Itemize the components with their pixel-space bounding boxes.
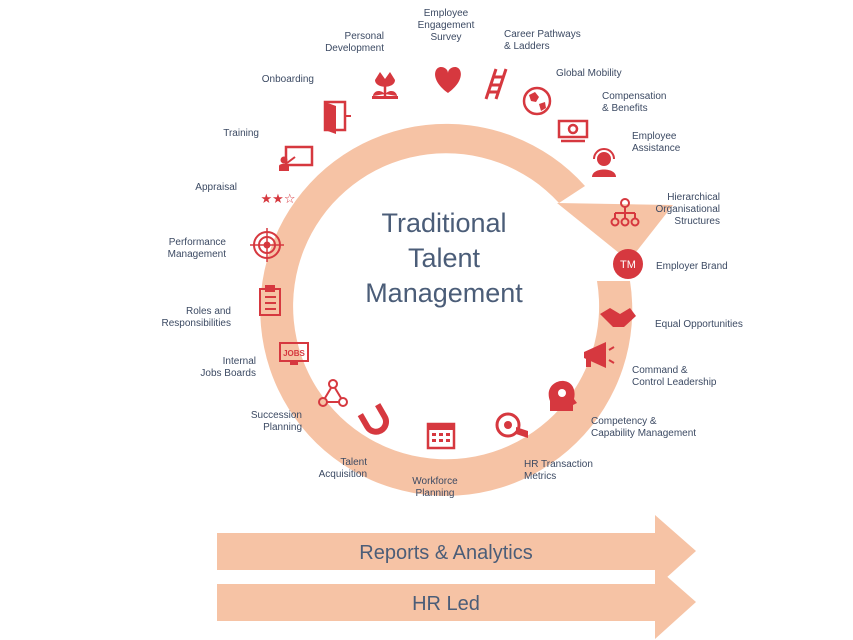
segment-icons: JOBS ★★☆ — [250, 67, 640, 450]
globe-icon — [522, 86, 552, 116]
ring-arrow-head — [557, 203, 673, 261]
label-onboarding: Onboarding — [262, 74, 314, 85]
label-hierarchical-structures-1: Hierarchical — [667, 192, 720, 203]
label-workforce-planning-1: Workforce — [412, 476, 458, 487]
banknote-icon — [557, 119, 589, 143]
label-hr-transaction-metrics-1: HR Transaction — [524, 459, 593, 470]
center-title-line-2: Talent — [408, 243, 481, 273]
label-succession-planning-1: Succession — [251, 410, 302, 421]
door-icon — [323, 100, 351, 134]
label-equal-opportunities: Equal Opportunities — [655, 319, 743, 330]
bottom-arrows: Reports & Analytics HR Led — [217, 515, 696, 639]
stars-rating-glyphs: ★★☆ — [261, 192, 296, 207]
label-employer-brand: Employer Brand — [656, 261, 728, 272]
label-internal-jobs-boards-1: Internal — [223, 356, 256, 367]
label-career-pathways-2: & Ladders — [504, 41, 550, 52]
label-compensation-1: Compensation — [602, 91, 666, 102]
flower-growth-icon — [372, 72, 398, 99]
head-gears-icon — [548, 380, 577, 411]
clipboard-checklist-icon — [259, 285, 281, 316]
label-employee-assistance-1: Employee — [632, 131, 677, 142]
label-employee-engagement-survey-3: Survey — [430, 32, 461, 43]
label-global-mobility: Global Mobility — [556, 68, 622, 79]
label-competency-2: Capability Management — [591, 428, 696, 439]
reports-analytics-label: Reports & Analytics — [359, 542, 532, 564]
handshake-icon — [600, 308, 636, 327]
label-command-control-2: Control Leadership — [632, 377, 717, 388]
label-roles-responsibilities-2: Responsibilities — [162, 318, 231, 329]
label-career-pathways-1: Career Pathways — [504, 29, 581, 40]
jobs-monitor-icon: JOBS — [279, 342, 309, 365]
target-icon — [250, 228, 284, 262]
label-roles-responsibilities-1: Roles and — [186, 306, 231, 317]
hr-led-arrow — [217, 566, 696, 639]
label-employee-engagement-survey-1: Employee — [424, 8, 469, 19]
org-chart-icon — [610, 198, 640, 227]
cycle-ring: TM — [260, 123, 673, 496]
trademark-badge — [613, 249, 643, 279]
label-internal-jobs-boards-2: Jobs Boards — [200, 368, 256, 379]
label-hierarchical-structures-3: Structures — [674, 216, 720, 227]
measuring-tape-icon — [495, 412, 528, 438]
label-employee-assistance-2: Assistance — [632, 143, 681, 154]
reports-analytics-arrow — [217, 515, 696, 588]
headset-agent-icon — [592, 148, 616, 177]
calendar-icon — [426, 422, 456, 450]
label-succession-planning-2: Planning — [263, 422, 302, 433]
label-training: Training — [223, 128, 259, 139]
segment-labels: Employee Engagement Survey Career Pathwa… — [162, 8, 743, 499]
label-competency-1: Competency & — [591, 416, 657, 427]
label-personal-development-1: Personal — [345, 31, 384, 42]
people-network-icon — [318, 379, 348, 407]
label-appraisal: Appraisal — [195, 182, 237, 193]
label-performance-management-1: Performance — [169, 237, 227, 248]
label-hierarchical-structures-2: Organisational — [656, 204, 720, 215]
label-employee-engagement-survey-2: Engagement — [418, 20, 475, 31]
ladder-icon — [484, 68, 508, 100]
label-talent-acquisition-2: Acquisition — [319, 469, 367, 480]
label-talent-acquisition-1: Talent — [340, 457, 367, 468]
label-workforce-planning-2: Planning — [416, 488, 455, 499]
stars-rating-icon: ★★☆ — [261, 192, 296, 207]
label-hr-transaction-metrics-2: Metrics — [524, 471, 556, 482]
megaphone-icon — [584, 342, 615, 368]
presentation-board-icon — [279, 145, 314, 171]
label-command-control-1: Command & — [632, 365, 688, 376]
label-performance-management-2: Management — [168, 249, 227, 260]
label-personal-development-2: Development — [325, 43, 384, 54]
center-title-line-3: Management — [365, 278, 523, 308]
trademark-badge-text: TM — [620, 259, 636, 271]
center-title: Traditional Talent Management — [365, 208, 523, 308]
magnet-icon — [357, 403, 389, 435]
jobs-monitor-text: JOBS — [283, 349, 305, 358]
label-compensation-2: & Benefits — [602, 103, 648, 114]
heart-icon — [435, 67, 461, 93]
center-title-line-1: Traditional — [381, 208, 506, 238]
hr-led-label: HR Led — [412, 593, 480, 615]
